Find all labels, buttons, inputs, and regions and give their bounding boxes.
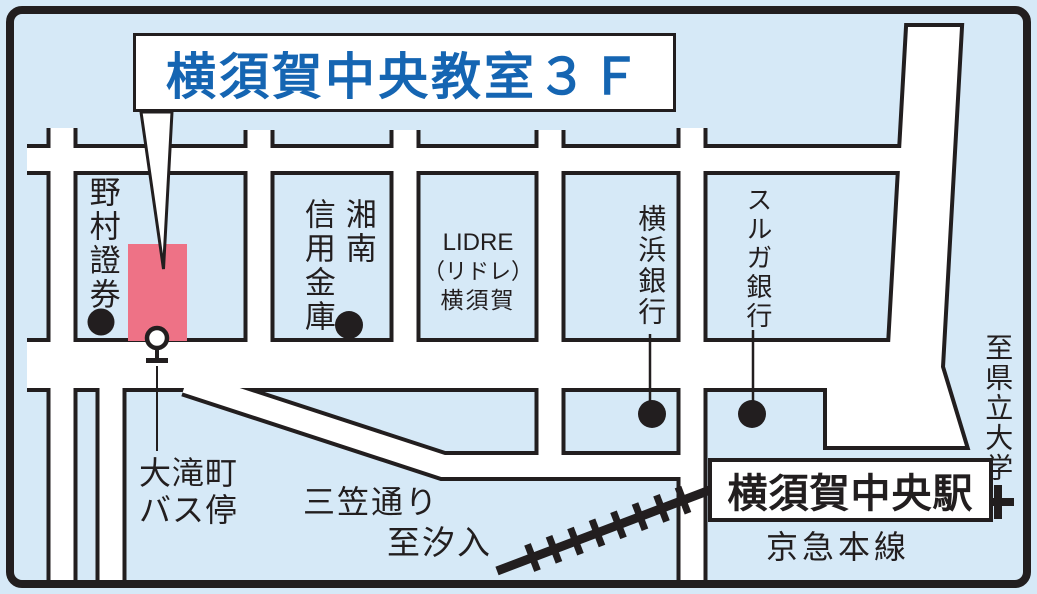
suruga-bank-dot xyxy=(738,400,766,428)
label-lidre-line3: 横須賀 xyxy=(440,286,516,313)
label-shonan-shinkin: 湘南 信用金庫 xyxy=(296,198,378,334)
label-nomura-securities: 野村證券 xyxy=(84,176,120,312)
station-name: 横須賀中央駅 xyxy=(727,472,974,516)
label-keikyu-main-line: 京急本線 xyxy=(766,529,911,565)
road-fills xyxy=(27,27,965,583)
label-lidre-line1: LIDRE xyxy=(442,229,514,256)
label-suruga-bank: スルガ銀行 xyxy=(742,186,773,331)
label-to-shioiri: 至汐入 xyxy=(387,524,492,561)
label-otakicho-line2: バス停 xyxy=(139,491,239,528)
title-callout: 横須賀中央教室３Ｆ xyxy=(133,33,676,112)
leader-lines xyxy=(648,330,755,401)
label-otakicho-line1: 大滝町 xyxy=(139,455,239,491)
label-lidre: LIDRE （リドレ） 横須賀 xyxy=(420,228,536,314)
yokohama-bank-dot xyxy=(638,400,666,428)
bus-stop-icon xyxy=(144,325,170,451)
label-lidre-line2: （リドレ） xyxy=(422,259,533,284)
callout-pointer xyxy=(139,110,174,270)
landmark-dots xyxy=(87,308,766,428)
label-otakicho-bus-stop: 大滝町 バス停 xyxy=(139,455,238,529)
label-yokohama-bank: 横浜銀行 xyxy=(635,204,667,328)
map-title: 横須賀中央教室３Ｆ xyxy=(166,48,643,105)
railway-line xyxy=(495,485,1014,576)
railway-ties xyxy=(524,485,692,572)
label-shonan-col1: 湘南 xyxy=(340,198,376,266)
station-box: 横須賀中央駅 xyxy=(708,458,993,522)
classroom-building-highlight xyxy=(128,244,187,341)
label-mikasa-street: 三笠通り xyxy=(303,484,440,520)
nomura-dot xyxy=(87,308,115,336)
shonan-dot xyxy=(335,311,363,339)
map-border xyxy=(6,6,1031,588)
label-shonan-col2: 信用金庫 xyxy=(299,198,335,334)
